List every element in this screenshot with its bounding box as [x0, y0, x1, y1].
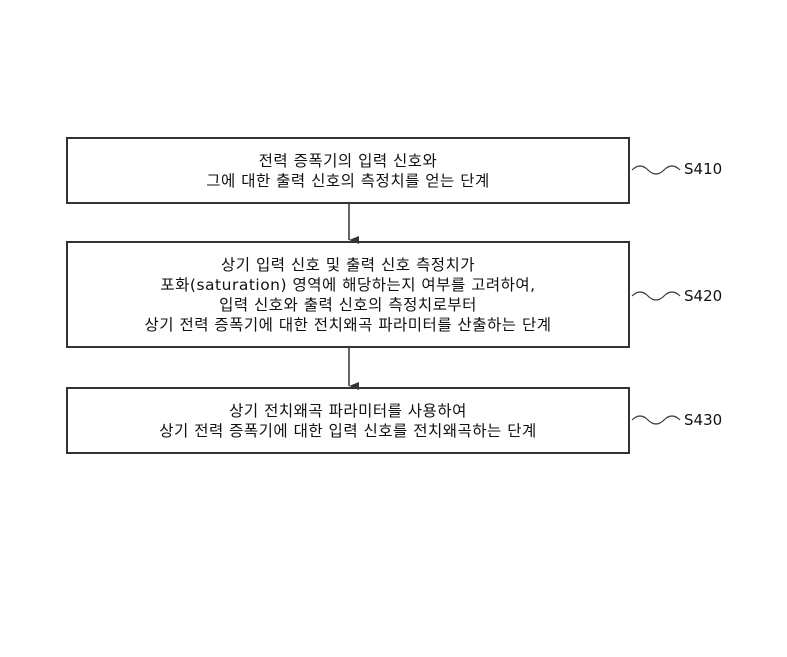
- leader-s430: [631, 415, 681, 425]
- step-label-s420: S420: [684, 287, 723, 305]
- step-text-line: 상기 입력 신호 및 출력 신호 측정치가: [221, 255, 475, 274]
- step-box-s420: 상기 입력 신호 및 출력 신호 측정치가 포화(saturation) 영역에…: [66, 241, 630, 348]
- step-text-line: 상기 전력 증폭기에 대한 입력 신호를 전치왜곡하는 단계: [159, 421, 537, 440]
- step-text-line: 상기 전력 증폭기에 대한 전치왜곡 파라미터를 산출하는 단계: [144, 315, 552, 334]
- step-box-s410: 전력 증폭기의 입력 신호와 그에 대한 출력 신호의 측정치를 얻는 단계: [66, 137, 630, 204]
- step-text-line: 그에 대한 출력 신호의 측정치를 얻는 단계: [206, 171, 490, 190]
- step-text-line: 상기 전치왜곡 파라미터를 사용하여: [229, 401, 467, 420]
- leader-s420: [631, 291, 681, 301]
- step-text-line: 포화(saturation) 영역에 해당하는지 여부를 고려하여,: [160, 275, 536, 294]
- leader-s410: [631, 165, 681, 175]
- step-label-s430: S430: [684, 411, 723, 429]
- step-text-line: 입력 신호와 출력 신호의 측정치로부터: [219, 295, 477, 314]
- step-label-s410: S410: [684, 160, 723, 178]
- step-text-line: 전력 증폭기의 입력 신호와: [258, 151, 438, 170]
- step-box-s430: 상기 전치왜곡 파라미터를 사용하여 상기 전력 증폭기에 대한 입력 신호를 …: [66, 387, 630, 454]
